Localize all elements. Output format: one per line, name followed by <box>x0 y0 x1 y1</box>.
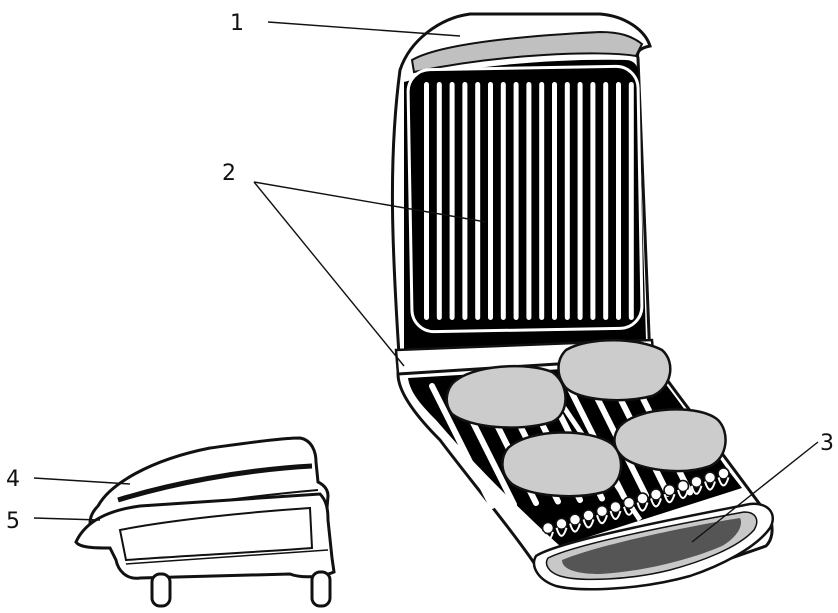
drip-loop <box>678 481 689 492</box>
upper-rib <box>629 82 634 320</box>
drip-loop <box>691 476 702 487</box>
drip-loop <box>624 497 635 508</box>
callout-4: 4 <box>6 467 20 492</box>
closed-grill-side-view <box>76 438 334 606</box>
upper-rib <box>424 82 429 320</box>
patty-1 <box>447 366 566 427</box>
upper-rib <box>526 82 531 320</box>
drip-loop <box>705 472 716 483</box>
upper-rib <box>501 82 506 320</box>
upper-rib <box>603 82 608 320</box>
upper-rib <box>462 82 467 320</box>
upper-rib <box>565 82 570 320</box>
upper-rib <box>552 82 557 320</box>
callout-3: 3 <box>820 431 834 456</box>
drip-loop <box>556 518 567 529</box>
drip-loop <box>583 510 594 521</box>
drip-loop <box>637 493 648 504</box>
patty-3 <box>502 432 621 496</box>
drip-loop <box>543 523 554 534</box>
callout-5: 5 <box>6 509 20 534</box>
upper-rib <box>590 82 595 320</box>
drip-loop <box>570 514 581 525</box>
side-foot-back <box>312 572 330 606</box>
upper-rib <box>475 82 480 320</box>
upper-rib <box>578 82 583 320</box>
leader-2b <box>254 182 404 366</box>
upper-rib <box>539 82 544 320</box>
patty-4 <box>614 409 725 471</box>
upper-rib <box>514 82 519 320</box>
leader-4 <box>34 478 130 484</box>
upper-rib <box>616 82 621 320</box>
side-foot-front <box>152 574 170 606</box>
upper-rib <box>488 82 493 320</box>
callout-1: 1 <box>230 11 244 36</box>
drip-loop <box>597 506 608 517</box>
open-grill-illustration <box>392 14 772 589</box>
patty-2 <box>559 340 671 400</box>
upper-rib <box>450 82 455 320</box>
upper-rib <box>437 82 442 320</box>
drip-loop <box>664 485 675 496</box>
drip-loop <box>651 489 662 500</box>
drip-loop <box>718 468 729 479</box>
drip-loop <box>610 502 621 513</box>
callout-2: 2 <box>222 161 236 186</box>
